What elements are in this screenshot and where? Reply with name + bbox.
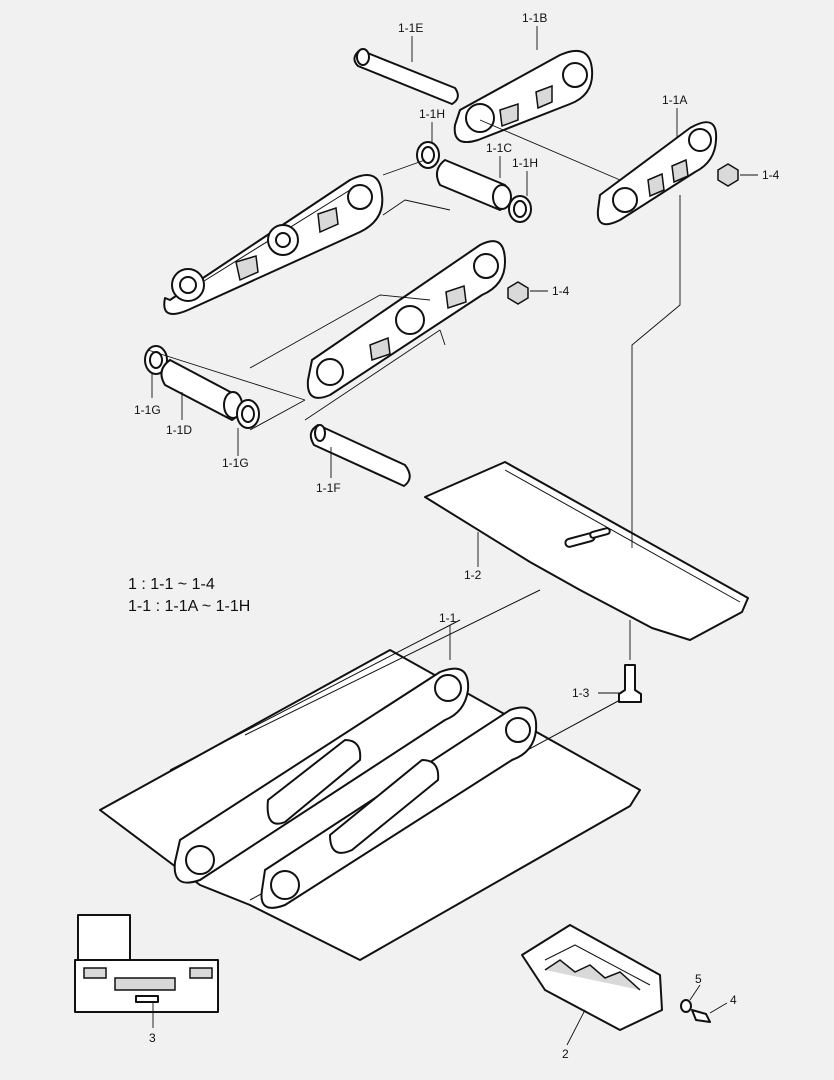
part-3 (74, 914, 219, 1013)
callout-4: 4 (730, 993, 737, 1007)
seal-1-1G-bottom (236, 399, 260, 429)
callout-1-4-top: 1-4 (762, 168, 780, 182)
washer-5 (680, 999, 692, 1013)
pin-1-1F (309, 424, 411, 487)
assembled-track-1-1 (99, 589, 641, 961)
callout-1-2: 1-2 (464, 568, 482, 582)
bolt-1-3 (618, 664, 642, 703)
callout-3: 3 (149, 1031, 156, 1045)
nut-1-4-top (717, 163, 739, 187)
callout-1-1F: 1-1F (316, 481, 341, 495)
bolt-4 (691, 1009, 711, 1023)
callout-5: 5 (695, 972, 702, 986)
track-shoe-1-2 (424, 461, 749, 641)
assembly-guide-lines (147, 119, 681, 660)
callout-leaders (151, 26, 758, 1046)
seal-1-1H-mid (508, 195, 532, 223)
seal-1-1G-left (144, 345, 168, 375)
callout-2: 2 (562, 1047, 569, 1061)
callout-1-1: 1-1 (439, 611, 457, 625)
bushing-1-1C (435, 159, 512, 211)
callout-1-1D: 1-1D (166, 423, 192, 437)
legend-line-1: 1 : 1-1 ~ 1-4 (128, 576, 215, 593)
legend-line-2: 1-1 : 1-1A ~ 1-1H (128, 598, 250, 615)
callout-1-1G-left: 1-1G (134, 403, 161, 417)
callout-1-1B: 1-1B (522, 11, 547, 25)
part-2 (521, 924, 663, 1031)
callout-1-4-mid: 1-4 (552, 284, 570, 298)
track-link-left (163, 174, 384, 315)
callout-1-1A: 1-1A (662, 93, 687, 107)
callout-1-1E: 1-1E (398, 21, 423, 35)
callout-1-1H-top: 1-1H (419, 107, 445, 121)
track-link-middle (306, 240, 506, 399)
seal-1-1H-top (416, 141, 440, 169)
nut-1-4-mid (507, 281, 529, 305)
bushing-1-1D (160, 359, 243, 421)
pin-1-1E (353, 48, 459, 105)
callout-1-3: 1-3 (572, 686, 590, 700)
track-link-1-1B (453, 50, 594, 144)
callout-1-1C: 1-1C (486, 141, 512, 155)
callout-1-1G-bottom: 1-1G (222, 456, 249, 470)
callout-1-1H-mid: 1-1H (512, 156, 538, 170)
track-link-1-1A (596, 121, 718, 226)
